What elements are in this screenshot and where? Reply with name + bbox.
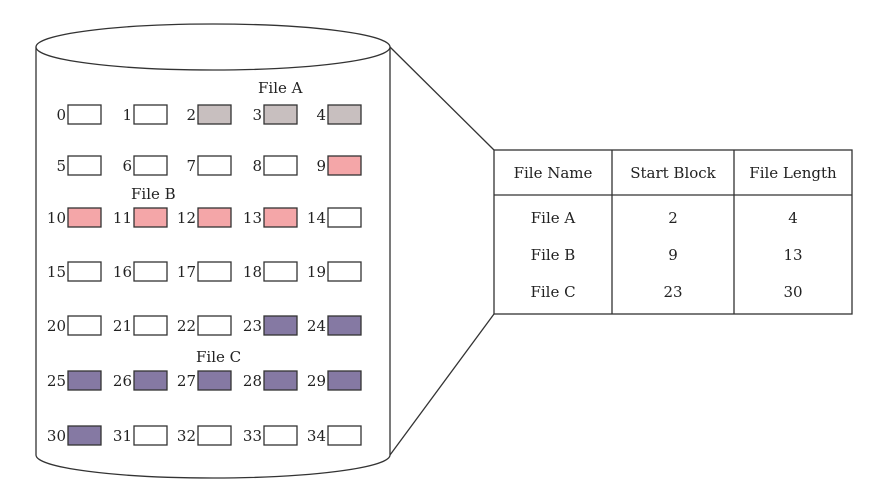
block-10-label: 10 <box>47 209 66 227</box>
block-14-rect <box>327 207 362 228</box>
directory-table: File Name Start Block File Length File A… <box>493 149 853 315</box>
block-2-rect <box>197 104 232 125</box>
block-29-label: 29 <box>307 372 326 390</box>
table-cell: 30 <box>783 283 802 301</box>
block-9-rect <box>327 155 362 176</box>
block-12-label: 12 <box>177 209 196 227</box>
table-header-file-name: File Name <box>514 164 593 182</box>
file-b-label: File B <box>131 185 176 203</box>
zoom-line-top <box>389 46 495 151</box>
block-6-label: 6 <box>122 157 132 175</box>
block-1-label: 1 <box>122 106 132 124</box>
block-25-rect <box>67 370 102 391</box>
block-16-rect <box>133 261 168 282</box>
block-14-label: 14 <box>307 209 326 227</box>
block-28-rect <box>263 370 298 391</box>
block-18-rect <box>263 261 298 282</box>
block-20-rect <box>67 315 102 336</box>
block-24-rect <box>327 315 362 336</box>
table-cell: 9 <box>668 246 678 264</box>
block-11-rect <box>133 207 168 228</box>
block-7-rect <box>197 155 232 176</box>
block-22-label: 22 <box>177 317 196 335</box>
table-header-file-length: File Length <box>749 164 837 182</box>
block-5-rect <box>67 155 102 176</box>
block-24-label: 24 <box>307 317 326 335</box>
block-3-label: 3 <box>252 106 262 124</box>
block-21-rect <box>133 315 168 336</box>
block-8-label: 8 <box>252 157 262 175</box>
block-12-rect <box>197 207 232 228</box>
block-2-label: 2 <box>186 106 196 124</box>
block-28-label: 28 <box>243 372 262 390</box>
block-17-label: 17 <box>177 263 196 281</box>
block-27-rect <box>197 370 232 391</box>
block-32-rect <box>197 425 232 446</box>
block-11-label: 11 <box>113 209 132 227</box>
block-26-label: 26 <box>113 372 132 390</box>
block-3-rect <box>263 104 298 125</box>
block-29-rect <box>327 370 362 391</box>
table-cell: File C <box>530 283 575 301</box>
block-33-rect <box>263 425 298 446</box>
block-19-label: 19 <box>307 263 326 281</box>
table-cell: 2 <box>668 209 678 227</box>
block-34-label: 34 <box>307 427 326 445</box>
disk-cylinder <box>35 23 391 479</box>
block-6-rect <box>133 155 168 176</box>
block-18-label: 18 <box>243 263 262 281</box>
block-15-rect <box>67 261 102 282</box>
block-0-label: 0 <box>56 106 66 124</box>
table-cell: File B <box>531 246 576 264</box>
block-31-rect <box>133 425 168 446</box>
block-0-rect <box>67 104 102 125</box>
block-32-label: 32 <box>177 427 196 445</box>
block-4-label: 4 <box>316 106 326 124</box>
block-20-label: 20 <box>47 317 66 335</box>
block-19-rect <box>327 261 362 282</box>
block-1-rect <box>133 104 168 125</box>
block-27-label: 27 <box>177 372 196 390</box>
block-9-label: 9 <box>316 157 326 175</box>
block-7-label: 7 <box>186 157 196 175</box>
block-5-label: 5 <box>56 157 66 175</box>
block-16-label: 16 <box>113 263 132 281</box>
block-23-label: 23 <box>243 317 262 335</box>
block-23-rect <box>263 315 298 336</box>
block-33-label: 33 <box>243 427 262 445</box>
block-22-rect <box>197 315 232 336</box>
file-a-label: File A <box>258 79 303 97</box>
table-cell: 4 <box>788 209 798 227</box>
block-26-rect <box>133 370 168 391</box>
block-34-rect <box>327 425 362 446</box>
table-cell: File A <box>531 209 576 227</box>
block-13-rect <box>263 207 298 228</box>
table-cell: 23 <box>663 283 682 301</box>
block-4-rect <box>327 104 362 125</box>
zoom-line-bottom <box>389 313 495 456</box>
block-31-label: 31 <box>113 427 132 445</box>
block-30-label: 30 <box>47 427 66 445</box>
block-13-label: 13 <box>243 209 262 227</box>
block-17-rect <box>197 261 232 282</box>
block-10-rect <box>67 207 102 228</box>
table-header-start-block: Start Block <box>630 164 716 182</box>
block-30-rect <box>67 425 102 446</box>
cylinder-top <box>35 23 391 71</box>
block-8-rect <box>263 155 298 176</box>
block-15-label: 15 <box>47 263 66 281</box>
table-cell: 13 <box>783 246 802 264</box>
file-c-label: File C <box>196 348 241 366</box>
block-21-label: 21 <box>113 317 132 335</box>
table-border <box>493 149 853 315</box>
block-25-label: 25 <box>47 372 66 390</box>
